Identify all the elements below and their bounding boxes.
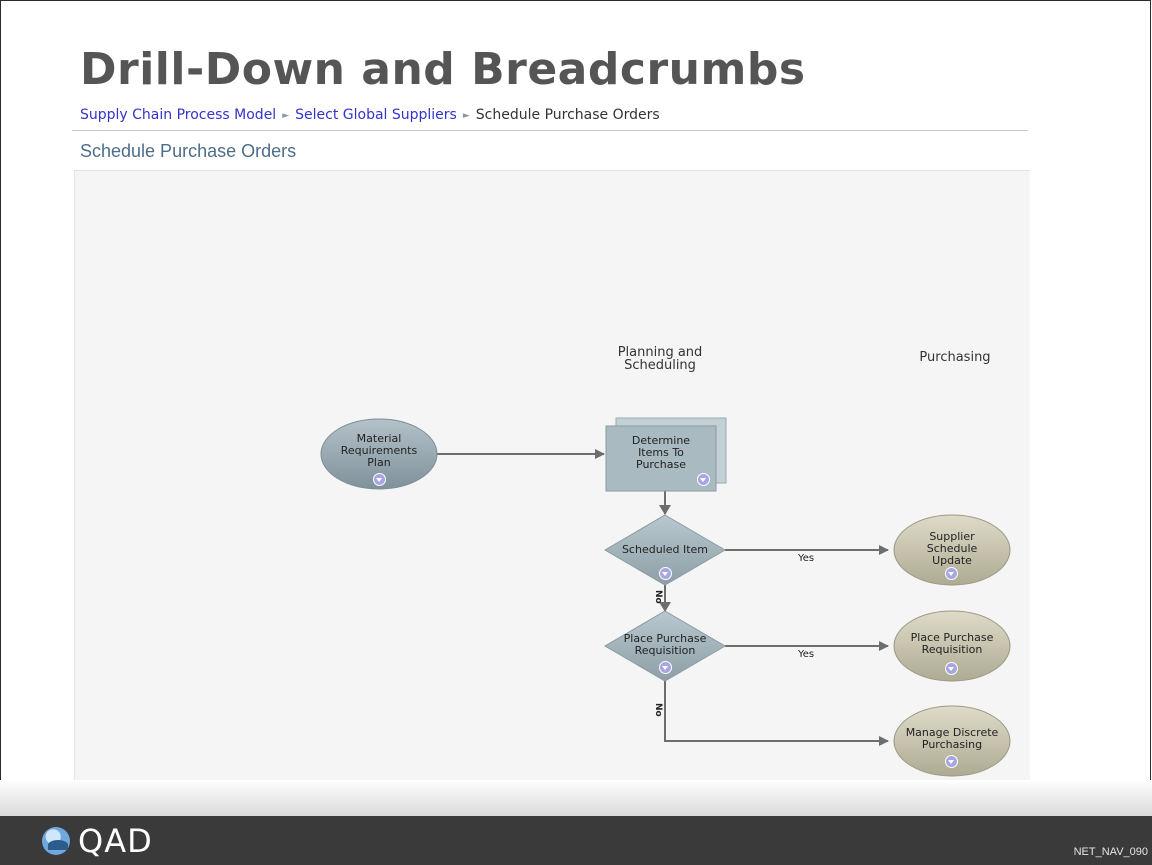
node-supplier-schedule-label: Supplier Schedule Update (926, 530, 978, 567)
node-determine-label: Determine Items To Purchase (631, 434, 691, 471)
breadcrumb-separator-icon: ► (462, 111, 470, 121)
node-scheduled-item-shape[interactable] (604, 514, 726, 586)
footer-fade (0, 780, 1152, 816)
node-place-req-label: Place Purchase Requisition (910, 631, 994, 656)
process-diagram-canvas: Planning and Scheduling Purchasing Mater… (74, 170, 1030, 791)
node-scheduled-item-label: Scheduled Item (621, 543, 709, 556)
node-place-req-shape[interactable] (893, 610, 1011, 682)
qad-logo-icon (42, 827, 70, 855)
drill-down-icon-scheduled-item[interactable] (659, 567, 672, 580)
node-mrp-shape[interactable] (320, 418, 438, 490)
slide-title: Drill-Down and Breadcrumbs (80, 44, 806, 95)
process-diagram (320, 417, 1011, 777)
lane-title-planning: Planning and Scheduling (617, 345, 703, 373)
edge-label-no-2: No (653, 703, 663, 717)
brand-name: QAD (78, 822, 153, 860)
breadcrumb-item-current: Schedule Purchase Orders (475, 107, 660, 123)
node-place-req-decision-shape[interactable] (604, 610, 726, 682)
breadcrumb-item-select-global-suppliers[interactable]: Select Global Suppliers (295, 107, 457, 123)
node-place-req-decision-label: Place Purchase Requisition (623, 632, 707, 657)
node-supplier-schedule-shape[interactable] (893, 514, 1011, 586)
slide-code: NET_NAV_090 (1073, 846, 1148, 858)
drill-down-icon-determine[interactable] (697, 473, 710, 486)
breadcrumb-item-supply-chain[interactable]: Supply Chain Process Model (80, 107, 277, 123)
edge-label-yes-1: Yes (798, 553, 815, 564)
drill-down-icon-supplier-schedule[interactable] (945, 567, 958, 580)
drill-down-icon-manage-discrete[interactable] (945, 755, 958, 768)
edge-placereq-no (664, 681, 889, 746)
drill-down-icon-mrp[interactable] (373, 473, 386, 486)
edge-label-yes-2: Yes (798, 649, 815, 660)
node-manage-discrete-label: Manage Discrete Purchasing (905, 726, 999, 751)
edge-label-no-1: No (653, 590, 663, 604)
node-mrp-label: Material Requirements Plan (340, 432, 418, 469)
divider (72, 130, 1028, 131)
footer-bar (0, 816, 1152, 865)
breadcrumb-separator-icon: ► (282, 111, 290, 121)
drill-down-icon-place-req-decision[interactable] (659, 661, 672, 674)
drill-down-icon-place-req[interactable] (945, 662, 958, 675)
lane-title-purchasing: Purchasing (919, 350, 991, 365)
page-heading: Schedule Purchase Orders (80, 141, 297, 161)
breadcrumb: Supply Chain Process Model ► Select Global… (80, 107, 660, 123)
node-manage-discrete-shape[interactable] (893, 705, 1011, 777)
